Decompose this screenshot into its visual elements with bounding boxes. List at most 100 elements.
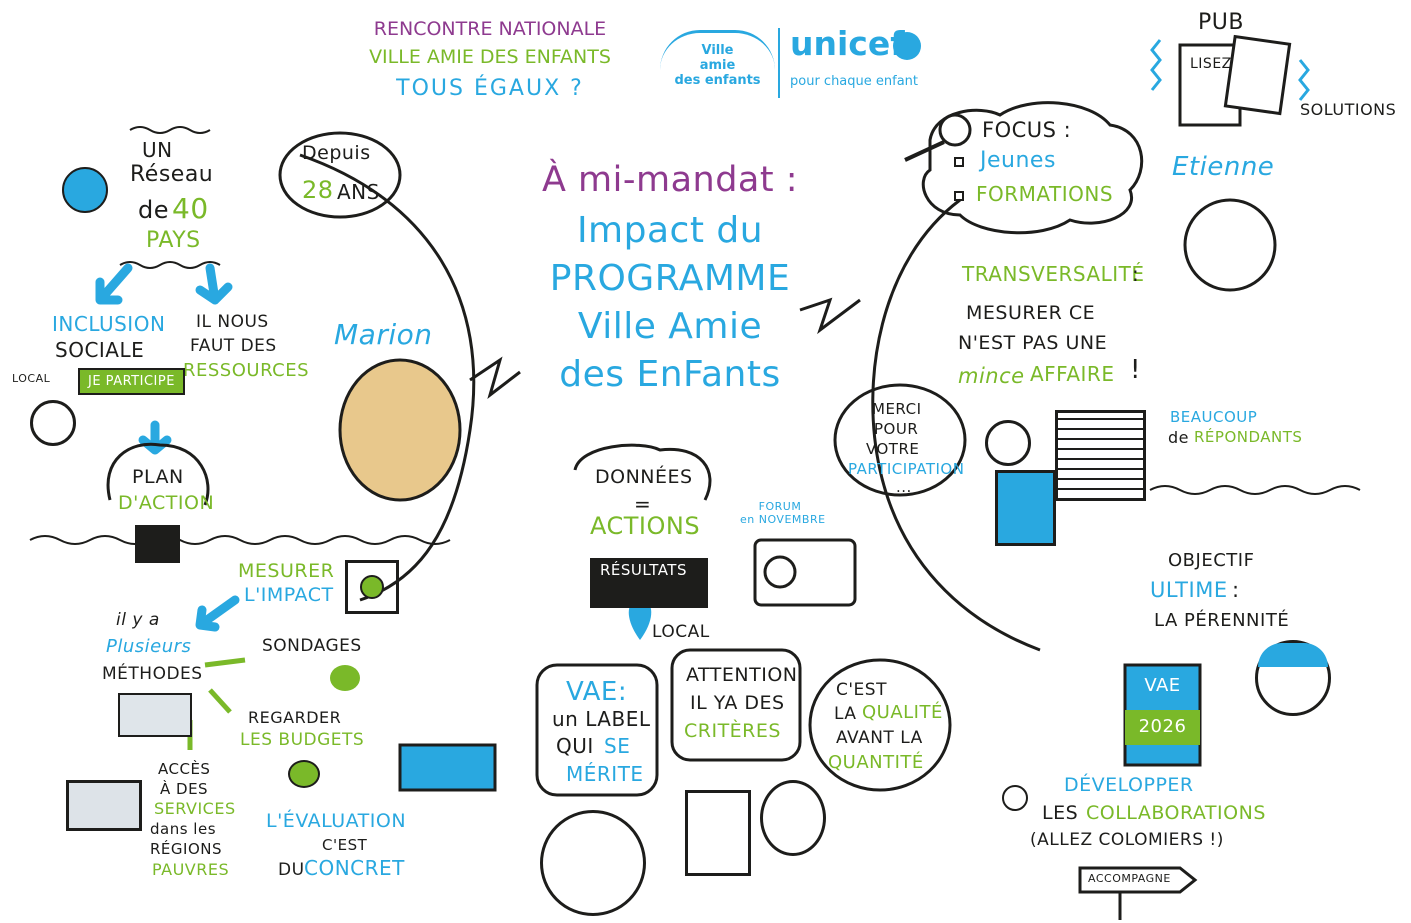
vade-logo-line1: Ville: [701, 43, 734, 58]
acces-line6: PAUVRES: [152, 860, 230, 879]
header-line2: VILLE AMIE DES ENFANTS: [369, 46, 611, 68]
speaker-etienne: Etienne: [1172, 152, 1275, 182]
attention-line3: CRITÈRES: [684, 720, 781, 742]
local-label: LOCAL: [652, 622, 710, 642]
marion-portrait: [338, 358, 462, 502]
reseau-un: UN: [142, 138, 173, 162]
qualite-quantite: QUANTITÉ: [828, 752, 924, 773]
donnees-line1: DONNÉES: [595, 466, 693, 488]
wave-reseau-top: [129, 126, 211, 134]
accompagne-sign: ACCOMPAGNE: [1088, 872, 1171, 885]
focus-cloud: [921, 101, 1144, 235]
acces-line1: ACCÈS: [158, 760, 211, 778]
globe-icon: [62, 167, 108, 213]
blue-arrow-left: [95, 263, 133, 305]
unicef-tagline: pour chaque enfant: [790, 74, 919, 89]
ressources-line1: IL NOUS: [196, 312, 269, 332]
plan-line1: PLAN: [132, 466, 184, 488]
donnees-bubble: [573, 443, 712, 501]
location-pin-icon: [628, 600, 652, 640]
developper-collaborations: COLLABORATIONS: [1086, 802, 1266, 824]
vae-qui: QUI: [556, 734, 594, 758]
left-oval-stroke: [299, 153, 476, 602]
radio-icon: [753, 538, 857, 607]
attention-line1: ATTENTION: [686, 664, 798, 686]
mesurer-line1: MESURER: [238, 560, 335, 582]
measure-frame-icon: [345, 560, 399, 614]
title-line5: des EnFants: [559, 354, 781, 395]
developper-colomiers: (ALLEZ COLOMIERS !): [1030, 830, 1224, 850]
vae-line2: un LABEL: [552, 707, 651, 731]
merci-line4: PARTICIPATION: [848, 460, 965, 478]
wave-reseau-bottom: [119, 261, 221, 269]
vae-merite: MÉRITE: [566, 762, 644, 786]
unicef-globe-icon: [893, 32, 921, 60]
right-oval-stroke: [871, 198, 1041, 652]
objectif-line3: LA PÉRENNITÉ: [1154, 610, 1290, 631]
evaluation-line1: L'ÉVALUATION: [266, 810, 407, 832]
method-cards-icon: [118, 693, 192, 737]
donnees-equals: =: [634, 492, 652, 516]
green-arrow-budgets: [208, 688, 232, 714]
inclusion-line2: SOCIALE: [55, 338, 145, 362]
transversalite-line2: MESURER CE: [966, 302, 1096, 324]
unicef-truck-icon: [66, 780, 142, 831]
methodes-ilya: il y a: [116, 610, 160, 630]
happy-speaker-icon: [540, 810, 646, 916]
attention-bubble: [670, 648, 802, 762]
objectif-colon: :: [1232, 578, 1240, 602]
transversalite-colon: :: [1132, 262, 1140, 286]
focus-item1: Jeunes: [980, 148, 1056, 173]
speech-bubble-icon: [330, 665, 360, 691]
qualite-word: QUALITÉ: [862, 702, 943, 723]
blue-arrow-methodes: [195, 595, 240, 632]
repondants-line2: RÉPONDANTS: [1194, 428, 1303, 446]
objectif-line1: OBJECTIF: [1168, 550, 1255, 571]
transversalite-mince: mince: [958, 364, 1025, 388]
repondants-line1: BEAUCOUP: [1170, 408, 1258, 426]
depuis-number: 28: [302, 176, 334, 204]
acces-line2: À DES: [160, 780, 209, 798]
lisez-label: LISEZ: [1190, 56, 1232, 72]
je-participe-sign: JE PARTICIPE: [78, 368, 185, 395]
paper-stack-icon: [1055, 410, 1146, 501]
donnees-actions: ACTIONS: [590, 512, 701, 540]
evaluation-concret: CONCRET: [304, 856, 405, 880]
logo-divider: [778, 28, 780, 98]
focus-title: FOCUS :: [982, 118, 1072, 142]
plan-line2: D'ACTION: [118, 492, 215, 514]
budgets-line2: LES BUDGETS: [240, 730, 365, 750]
magnifier-icon: [938, 113, 972, 147]
qualite-bubble: [808, 658, 952, 792]
budgets-line1: REGARDER: [248, 708, 342, 727]
doubtful-speaker-icon: [760, 780, 826, 856]
repondants-de: de: [1168, 428, 1189, 447]
solutions-label: SOLUTIONS: [1300, 100, 1397, 119]
unicef-logo: unicef: [790, 24, 905, 63]
wave-left: [29, 535, 451, 545]
sondages-label: SONDAGES: [262, 636, 362, 656]
depuis-bubble: [278, 131, 402, 219]
reseau-40: 40: [172, 192, 209, 225]
plan-bubble: [106, 442, 210, 506]
local-small-label: LOCAL: [12, 372, 51, 385]
methodes-plusieurs: Plusieurs: [106, 636, 192, 657]
inclusion-line1: INCLUSION: [52, 312, 166, 336]
merci-line3: VOTRE: [866, 440, 920, 458]
transversalite-excl: !: [1130, 355, 1141, 385]
vade-logo-line3: des enfants: [674, 73, 761, 88]
merci-line2: POUR: [874, 420, 919, 438]
qualite-avant: AVANT LA: [836, 728, 923, 748]
attention-line2: IL YA DES: [690, 692, 785, 714]
vae-bubble: [535, 663, 659, 797]
clapperboard-icon: [135, 525, 180, 563]
objectif-ultime: ULTIME: [1150, 578, 1228, 602]
child-eating-icon: [1255, 640, 1331, 716]
ressources-line3: RESSOURCES: [183, 360, 310, 381]
blue-arrow-right: [195, 263, 233, 305]
vae-se: SE: [604, 734, 631, 758]
mesurer-line2: L'IMPACT: [244, 584, 334, 606]
vae-badge-year: 2026: [1138, 716, 1187, 737]
qualite-line1: C'EST: [836, 680, 887, 700]
merci-bubble: [833, 383, 967, 497]
